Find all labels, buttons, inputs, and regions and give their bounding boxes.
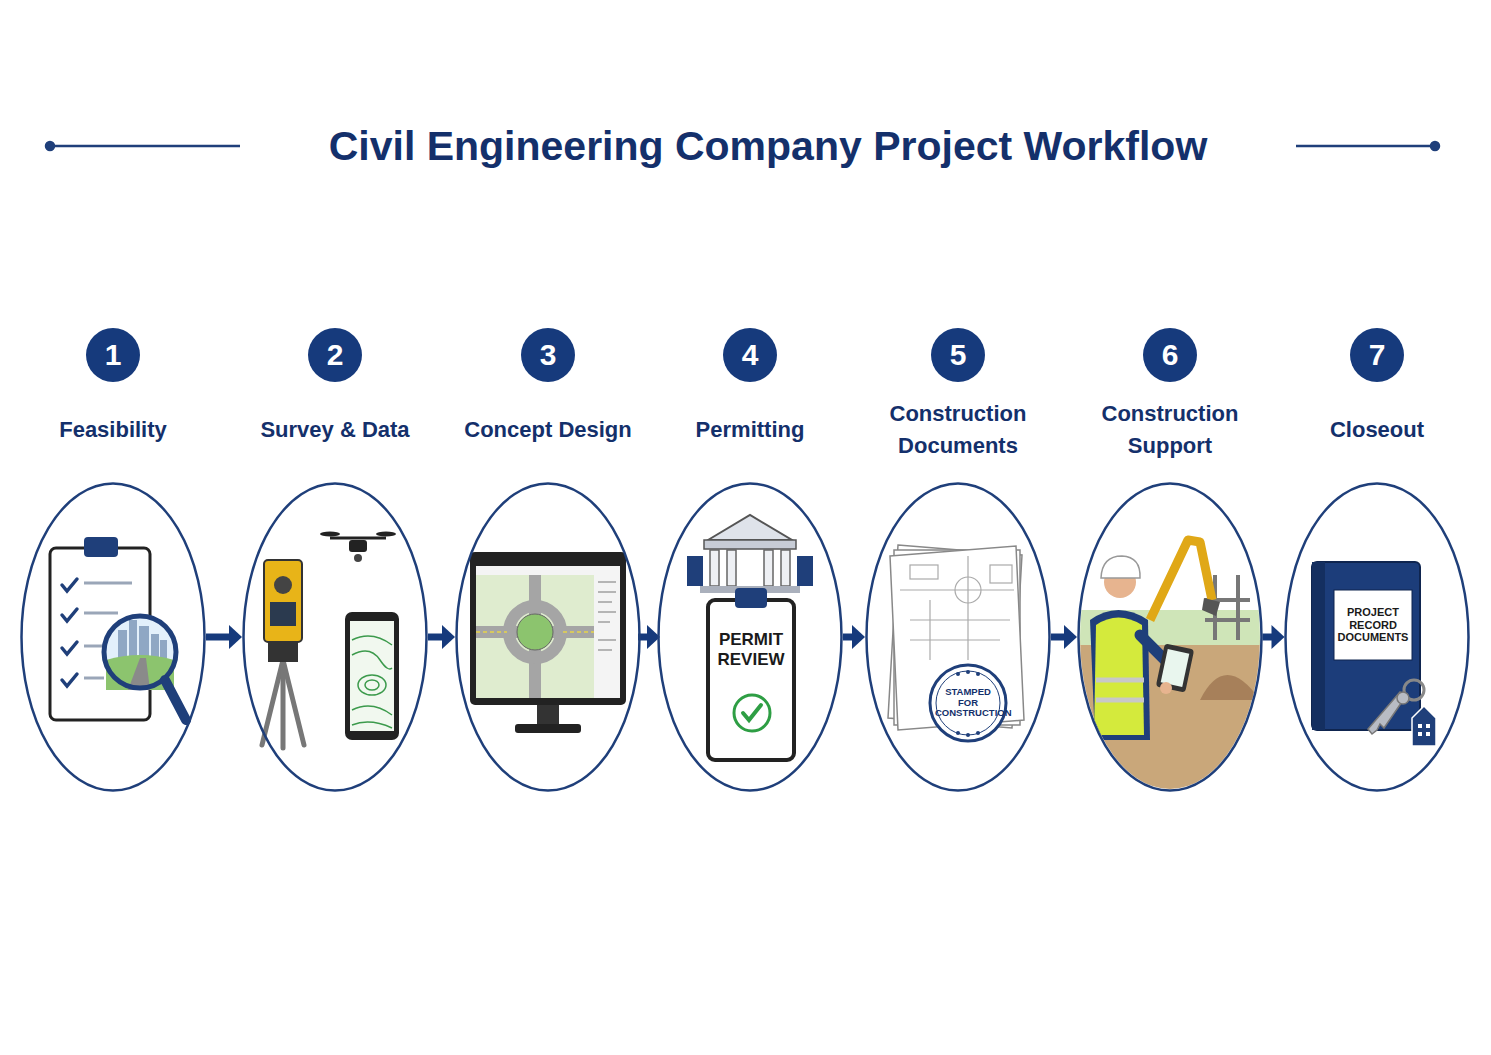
permitting-icon [687, 515, 813, 760]
ellipse-border [659, 484, 842, 791]
ellipse-outline [1077, 482, 1263, 792]
step-number-text: 2 [327, 340, 344, 370]
step-ellipse: Concept Design [455, 482, 641, 792]
number-circle-fill [521, 328, 575, 382]
arrow-shaft [206, 634, 232, 641]
step-number: 6 [1143, 328, 1197, 382]
step-number-text: 1 [105, 340, 122, 370]
illustration-label: STAMPED FOR CONSTRUCTION [935, 687, 1001, 720]
step-ellipse: Construction Documents [865, 482, 1051, 792]
flow-arrow [638, 625, 660, 649]
step-number-text: 3 [540, 340, 557, 370]
diagram-title: Civil Engineering Company Project Workfl… [0, 119, 1491, 173]
drone [320, 532, 396, 563]
construction-support-icon [1075, 540, 1265, 800]
arrow-head [852, 625, 865, 649]
number-circle-fill [723, 328, 777, 382]
step-number-text: 4 [742, 340, 759, 370]
ellipse-outline [242, 482, 428, 792]
ellipse-border [1079, 484, 1262, 791]
ellipse-border [22, 484, 205, 791]
number-circle-fill [86, 328, 140, 382]
ellipse-border [244, 484, 427, 791]
flow-arrow [1051, 625, 1077, 649]
step-heading: Construction Support [1070, 398, 1270, 462]
closeout-icon [1312, 562, 1436, 746]
step-ellipse: Construction Support [1077, 482, 1263, 792]
ellipse-border [867, 484, 1050, 791]
step-heading: Feasibility [13, 414, 213, 446]
arrow-head [1064, 625, 1077, 649]
step-ellipse: Feasibility [20, 482, 206, 792]
flow-arrow [428, 625, 455, 649]
ellipse-outline [455, 482, 641, 792]
number-circle-fill [308, 328, 362, 382]
step-heading: Closeout [1277, 414, 1477, 446]
step-number: 1 [86, 328, 140, 382]
flow-arrow [206, 625, 242, 649]
ellipse-outline [865, 482, 1051, 792]
number-circle-fill [931, 328, 985, 382]
step-heading: Concept Design [448, 414, 648, 446]
step-ellipse: Survey & Data [242, 482, 428, 792]
step-heading: Construction Documents [858, 398, 1058, 462]
ellipse-outline [20, 482, 206, 792]
step-number: 5 [931, 328, 985, 382]
step-number: 2 [308, 328, 362, 382]
feasibility-icon [50, 537, 186, 720]
step-number-text: 5 [950, 340, 967, 370]
step-number: 4 [723, 328, 777, 382]
step-number: 7 [1350, 328, 1404, 382]
step-heading: Permitting [650, 414, 850, 446]
step-heading: Survey & Data [235, 414, 435, 446]
step-number: 3 [521, 328, 575, 382]
step-number-text: 6 [1162, 340, 1179, 370]
illustration-label: PERMIT REVIEW [709, 630, 793, 669]
flow-arrow [1263, 625, 1285, 649]
number-circle-fill [1143, 328, 1197, 382]
number-circle-fill [1350, 328, 1404, 382]
arrow-head [1272, 625, 1285, 649]
arrow-head [442, 625, 455, 649]
ellipse-border [1286, 484, 1469, 791]
flow-arrow [843, 625, 865, 649]
illustration-label: PROJECT RECORD DOCUMENTS [1335, 606, 1411, 644]
construction-documents-icon [888, 545, 1024, 741]
arrow-head [229, 625, 242, 649]
concept-design-icon [470, 552, 626, 733]
step-number-text: 7 [1369, 340, 1386, 370]
ellipse-border [457, 484, 640, 791]
survey-icon [262, 532, 399, 749]
